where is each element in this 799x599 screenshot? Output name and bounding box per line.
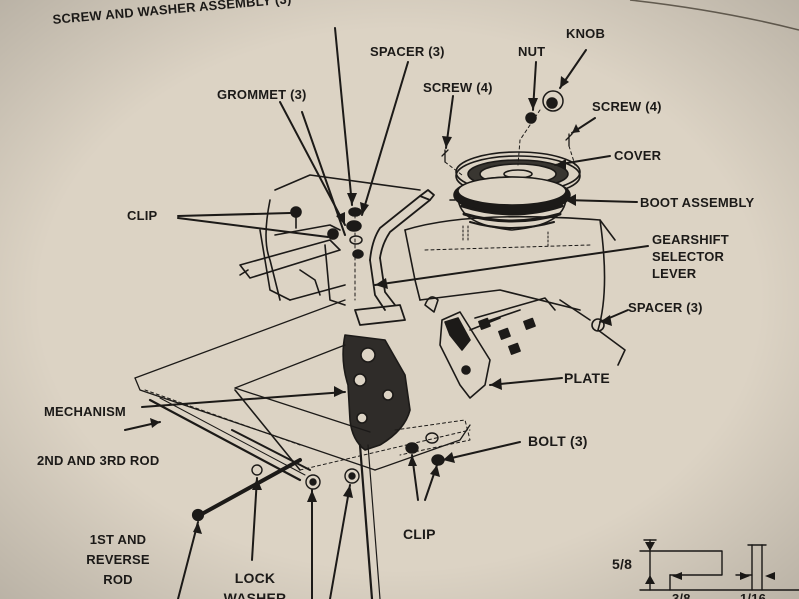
label-spacer-right: SPACER (3): [628, 300, 703, 315]
label-1st-line1: 1ST AND: [89, 532, 147, 547]
label-mechanism: MECHANISM: [44, 404, 126, 419]
label-knob: KNOB: [566, 26, 606, 41]
label-bolt: BOLT (3): [528, 433, 588, 449]
label-lock-line2: WASHER: [223, 590, 287, 599]
label-gearshift-line3: LEVER: [652, 266, 697, 281]
label-1st-reverse-rod: 1ST AND REVERSE ROD: [78, 530, 158, 590]
label-1st-line3: ROD: [103, 572, 133, 587]
label-2nd-3rd-rod: 2ND AND 3RD ROD: [37, 453, 160, 468]
label-screw-right: SCREW (4): [592, 99, 662, 114]
label-cover: COVER: [614, 148, 662, 163]
label-gearshift-selector-lever: GEARSHIFT SELECTOR LEVER: [652, 231, 729, 282]
label-clip-lower: CLIP: [403, 526, 436, 542]
dimension-partial-1: 3/8: [672, 591, 691, 599]
label-boot-assembly: BOOT ASSEMBLY: [640, 195, 755, 210]
label-nut: NUT: [518, 44, 546, 59]
label-gearshift-line1: GEARSHIFT: [652, 232, 729, 247]
label-lock-line1: LOCK: [234, 570, 276, 586]
label-1st-line2: REVERSE: [86, 552, 150, 567]
label-gearshift-line2: SELECTOR: [652, 249, 725, 264]
label-spacer-top: SPACER (3): [370, 44, 445, 59]
label-lock-washer: LOCK WASHER: [210, 568, 300, 599]
label-screw-left: SCREW (4): [423, 80, 493, 95]
dimension-partial-2: 1/16: [740, 591, 767, 599]
label-clip-upper: CLIP: [127, 208, 158, 223]
dimension-5-8: 5/8: [612, 556, 633, 572]
label-grommet: GROMMET (3): [217, 87, 307, 102]
label-plate: PLATE: [564, 370, 610, 386]
